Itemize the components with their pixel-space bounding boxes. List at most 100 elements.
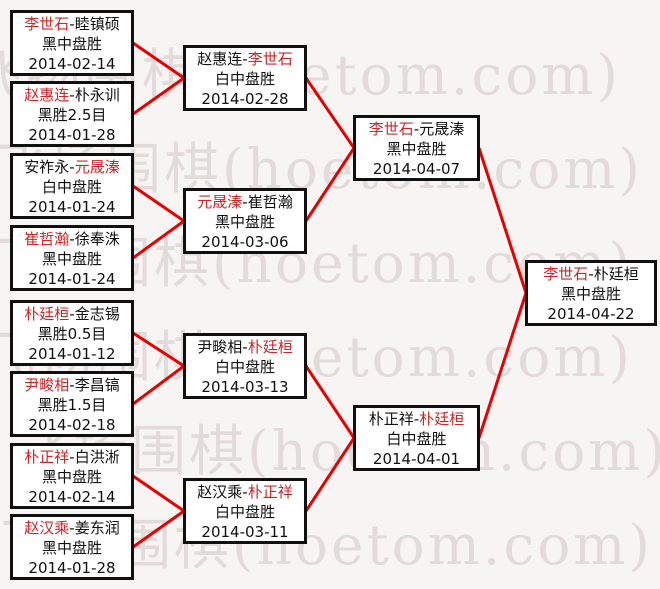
player2-name: 崔哲瀚	[247, 193, 293, 211]
player2-name-winner: 元晟溱	[74, 158, 120, 176]
players-separator: -	[413, 410, 420, 428]
player1-name: 赵惠连	[197, 50, 243, 68]
player1-name: 赵汉乘	[197, 483, 243, 501]
players-separator: -	[242, 50, 248, 68]
players-separator: -	[69, 158, 75, 176]
match-result: 黑胜2.5目	[37, 106, 107, 124]
player2-name: 睦镇硕	[74, 15, 120, 33]
match-date: 2014-02-14	[28, 55, 116, 73]
player1-name: 朴正祥	[368, 410, 414, 428]
players-separator: -	[242, 338, 248, 356]
match-box: 赵惠连-朴永训黑胜2.5目 2014-01-28	[10, 81, 134, 147]
players-separator: -	[242, 193, 248, 211]
connector-line	[132, 41, 185, 80]
player2-name: 元晟溱	[419, 120, 465, 138]
players-separator: -	[242, 483, 248, 501]
player1-name-winner: 李世石	[368, 120, 414, 138]
connector-line	[477, 147, 528, 294]
player2-name: 白洪淅	[74, 448, 120, 466]
match-result: 白中盘胜	[41, 178, 102, 196]
match-box: 李世石-睦镇硕黑中盘胜 2014-02-14	[10, 10, 134, 76]
player2-name: 朴廷桓	[593, 265, 639, 283]
match-date: 2014-03-13	[201, 378, 289, 396]
player2-name: 姜东润	[74, 519, 120, 537]
players-separator: -	[413, 120, 420, 138]
match-date: 2014-04-22	[547, 305, 635, 323]
players-separator: -	[69, 519, 75, 537]
player2-name: 徐奉洙	[74, 230, 120, 248]
match-players: 尹畯相-朴廷桓	[186, 337, 304, 357]
players-separator: -	[69, 15, 75, 33]
match-date: 2014-03-06	[201, 233, 289, 251]
match-result: 白中盘胜	[214, 70, 275, 88]
match-players: 赵汉乘-姜东润	[13, 518, 131, 538]
match-result: 黑中盘胜	[41, 35, 102, 53]
match-result: 白中盘胜	[214, 503, 275, 521]
match-date: 2014-01-24	[28, 270, 116, 288]
player2-name: 李昌镐	[74, 376, 120, 394]
players-separator: -	[69, 376, 75, 394]
match-result: 白中盘胜	[386, 430, 447, 448]
players-separator: -	[588, 265, 594, 283]
match-date: 2014-01-12	[28, 345, 116, 363]
player2-name-winner: 朴正祥	[247, 483, 293, 501]
connector-line	[132, 184, 185, 223]
match-players: 安祚永-元晟溱	[13, 157, 131, 177]
players-separator: -	[69, 230, 75, 248]
match-box: 赵汉乘-朴正祥白中盘胜 2014-03-11	[183, 478, 307, 544]
match-players: 崔哲瀚-徐奉洙	[13, 229, 131, 249]
match-players: 朴正祥-白洪淅	[13, 447, 131, 467]
player1-name-winner: 李世石	[543, 265, 589, 283]
match-date: 2014-01-28	[28, 559, 116, 577]
connector-line	[304, 77, 356, 149]
match-box: 元晟溱-崔哲瀚黑中盘胜 2014-03-06	[183, 188, 307, 254]
connector-line	[132, 331, 185, 368]
connector-line	[304, 437, 356, 512]
match-date: 2014-04-07	[372, 160, 461, 178]
match-date: 2014-01-28	[28, 126, 116, 144]
match-date: 2014-01-24	[28, 198, 116, 216]
match-box: 赵汉乘-姜东润黑中盘胜 2014-01-28	[10, 514, 134, 580]
player1-name-winner: 李世石	[24, 15, 70, 33]
match-result: 黑胜1.5目	[37, 396, 107, 414]
match-date: 2014-03-11	[201, 523, 289, 541]
player1-name: 尹畯相	[197, 338, 243, 356]
watermark-text: 飞扬围棋(hoetom.com)	[0, 574, 643, 589]
match-box: 朴廷桓-金志锡黑胜0.5目 2014-01-12	[10, 300, 134, 366]
match-date: 2014-02-28	[201, 90, 289, 108]
match-result: 黑中盘胜	[214, 213, 275, 231]
connector-line	[132, 474, 185, 513]
match-players: 朴廷桓-金志锡	[13, 304, 131, 324]
player2-name-winner: 朴廷桓	[419, 410, 465, 428]
match-result: 黑中盘胜	[41, 539, 102, 557]
match-result: 黑中盘胜	[41, 250, 102, 268]
player1-name-winner: 朴正祥	[24, 448, 70, 466]
match-date: 2014-04-01	[372, 450, 461, 468]
match-box: 尹畯相-朴廷桓白中盘胜 2014-03-13	[183, 333, 307, 399]
match-players: 赵惠连-李世石	[186, 49, 304, 69]
match-date: 2014-02-14	[28, 488, 116, 506]
match-box: 崔哲瀚-徐奉洙黑中盘胜 2014-01-24	[10, 225, 134, 291]
match-players: 尹畯相-李昌镐	[13, 375, 131, 395]
match-players: 赵惠连-朴永训	[13, 85, 131, 105]
player1-name-winner: 尹畯相	[24, 376, 70, 394]
players-separator: -	[69, 86, 75, 104]
player2-name-winner: 李世石	[247, 50, 293, 68]
connector-line	[132, 364, 185, 406]
player2-name: 金志锡	[74, 305, 120, 323]
connector-line	[304, 147, 356, 222]
match-players: 朴正祥-朴廷桓	[356, 409, 477, 429]
match-result: 黑胜0.5目	[37, 325, 107, 343]
connector-line	[304, 365, 356, 439]
players-separator: -	[69, 448, 75, 466]
match-result: 白中盘胜	[214, 358, 275, 376]
match-players: 李世石-朴廷桓	[528, 264, 654, 284]
players-separator: -	[69, 305, 75, 323]
match-players: 元晟溱-崔哲瀚	[186, 192, 304, 212]
